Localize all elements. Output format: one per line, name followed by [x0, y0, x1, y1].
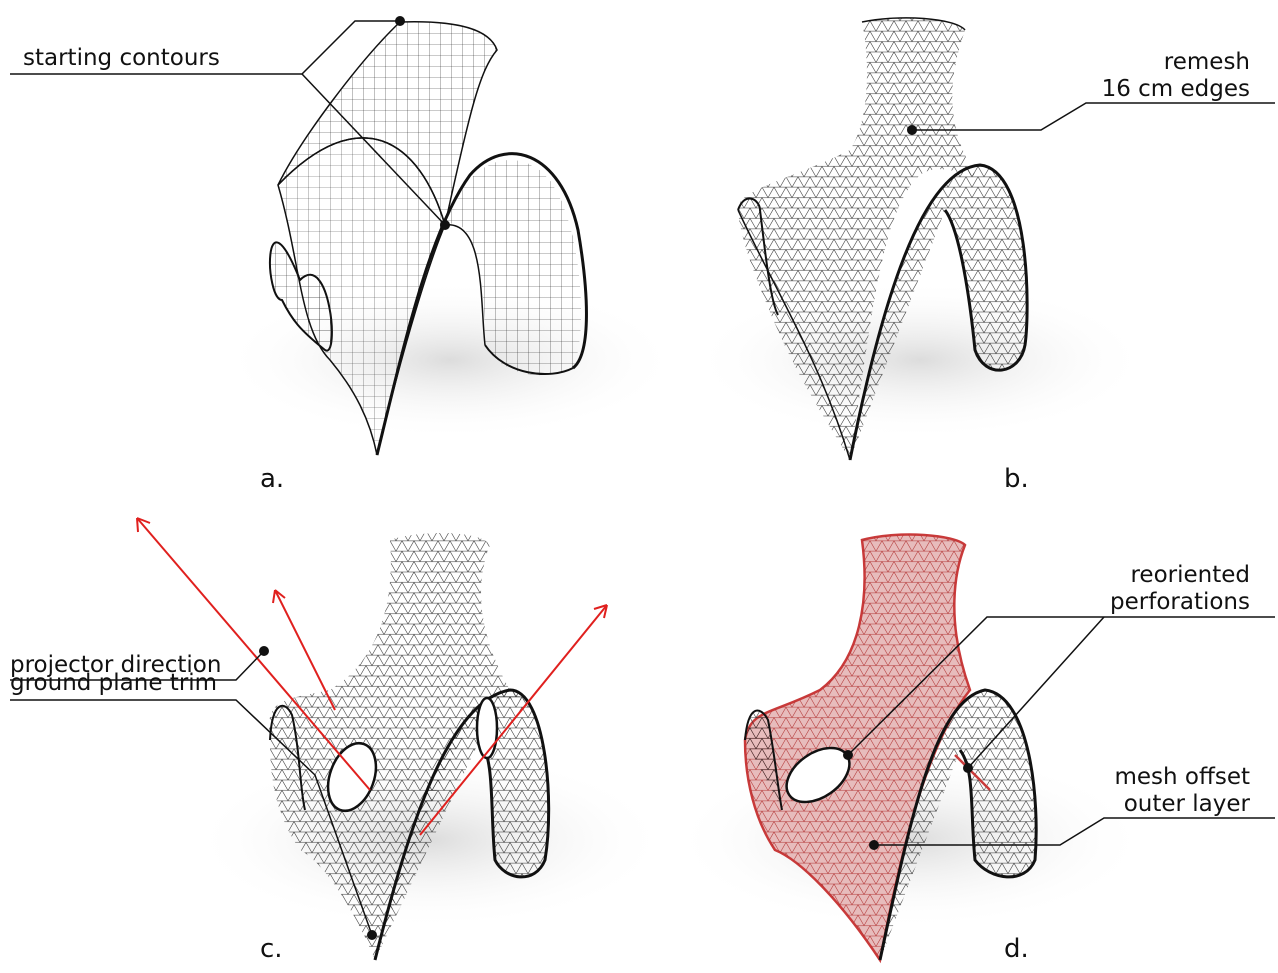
callout-reoriented-line2: perforations	[1110, 589, 1250, 616]
panel-c-perforation-right	[477, 698, 497, 758]
projector-arrow-2	[275, 590, 335, 710]
panel-a-tag: a.	[260, 464, 284, 494]
dot-mesh-offset	[869, 840, 879, 850]
dot-reoriented-perforations-2	[963, 763, 973, 773]
panel-d-tag: d.	[1004, 934, 1029, 964]
panel-b-shadow	[690, 280, 1150, 440]
dot-reoriented-perforations-1	[843, 750, 853, 760]
callout-mesh-offset-line2: outer layer	[1124, 791, 1250, 818]
dot-remesh	[907, 125, 917, 135]
callout-mesh-offset-line1: mesh offset	[1115, 764, 1251, 791]
panel-b-illustration	[690, 18, 1150, 460]
callout-ground-plane-trim: ground plane trim	[10, 670, 217, 697]
dot-projector-direction	[259, 646, 269, 656]
callout-remesh-line2: 16 cm edges	[1102, 76, 1250, 103]
dot-starting-contours-top	[395, 16, 405, 26]
callout-reoriented-line1: reoriented	[1130, 562, 1250, 589]
dot-ground-plane-trim	[367, 930, 377, 940]
panel-c-tag: c.	[260, 934, 283, 964]
panel-a-illustration	[220, 22, 680, 455]
callout-starting-contours: starting contours	[23, 45, 220, 72]
panel-b-tag: b.	[1004, 464, 1029, 494]
panel-d-illustration	[670, 535, 1150, 960]
dot-starting-contours-mid	[440, 220, 450, 230]
panel-c-illustration	[137, 518, 670, 960]
callout-remesh-line1: remesh	[1164, 49, 1250, 76]
leader-remesh	[912, 103, 1275, 130]
